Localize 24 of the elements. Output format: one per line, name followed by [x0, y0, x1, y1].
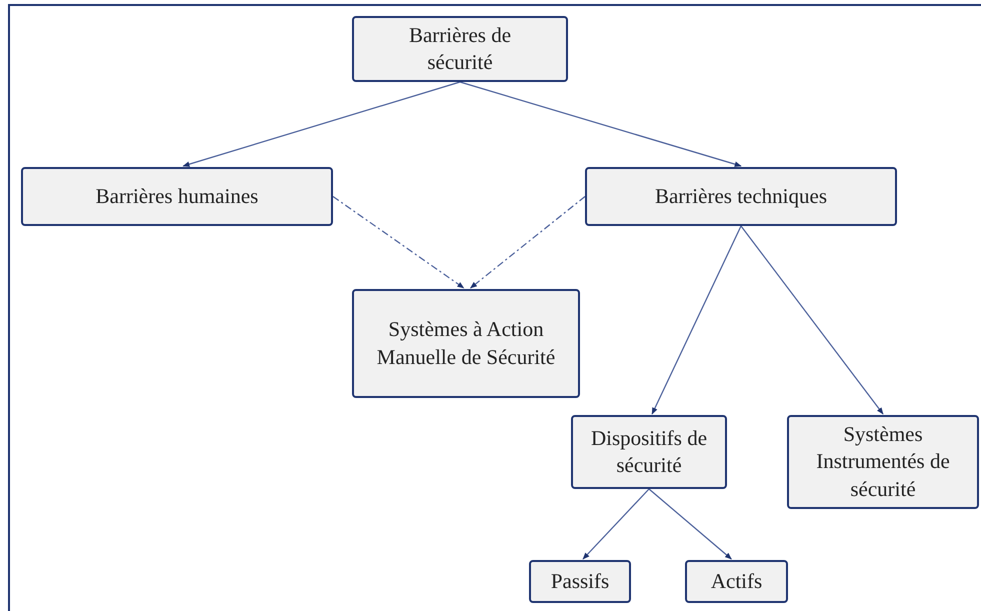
- process-box: [352, 289, 580, 398]
- node-label: Barrières de sécurité: [408, 22, 512, 76]
- node-label: Actifs: [710, 568, 762, 595]
- arrow: [470, 196, 586, 288]
- process-box: [352, 16, 568, 82]
- node-label: Barrières humaines: [96, 182, 258, 210]
- process-box: [571, 415, 727, 489]
- process-box: [787, 415, 979, 509]
- node-label: Barrières techniques: [654, 182, 827, 210]
- process-box: [685, 560, 788, 603]
- arrow: [182, 81, 460, 167]
- node-label: Passifs: [550, 568, 610, 595]
- arrow: [582, 488, 650, 560]
- arrow: [652, 226, 742, 415]
- node-label: Systèmes Instrumentés de sécurité: [815, 421, 951, 503]
- process-box: [585, 167, 897, 226]
- node-label: Dispositifs de sécurité: [590, 424, 708, 479]
- process-box: [21, 167, 333, 226]
- arrow: [460, 81, 742, 167]
- arrow: [332, 196, 464, 288]
- arrow: [648, 488, 732, 560]
- arrow: [740, 226, 884, 415]
- node-label: Systèmes à Action Manuelle de Sécurité: [376, 316, 556, 370]
- process-box: [529, 560, 631, 603]
